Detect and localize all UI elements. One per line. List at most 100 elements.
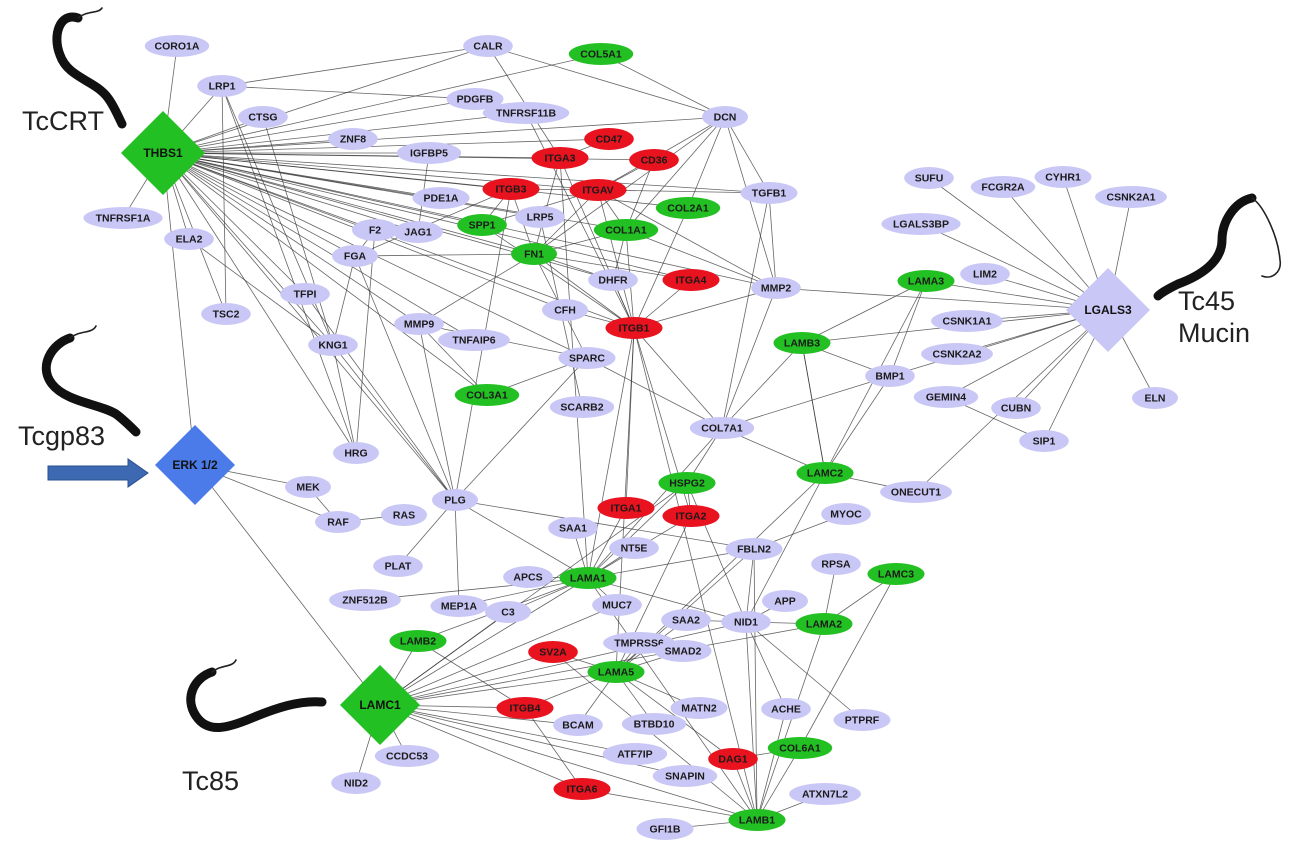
node-plat[interactable]: PLAT — [373, 555, 423, 577]
node-muc7[interactable]: MUC7 — [592, 594, 642, 616]
node-lamb3[interactable]: LAMB3 — [773, 332, 831, 354]
node-eln[interactable]: ELN — [1132, 387, 1178, 409]
node-lgals3bp[interactable]: LGALS3BP — [881, 213, 961, 235]
node-ccdc53[interactable]: CCDC53 — [374, 745, 440, 767]
node-tnfrsf11b[interactable]: TNFRSF11B — [482, 102, 570, 124]
node-saa1[interactable]: SAA1 — [548, 517, 598, 539]
node-lamb2[interactable]: LAMB2 — [389, 630, 447, 652]
node-gemin4[interactable]: GEMIN4 — [913, 386, 979, 408]
node-lama3[interactable]: LAMA3 — [897, 270, 955, 292]
node-csnk2a1[interactable]: CSNK2A1 — [1095, 186, 1167, 208]
node-jag1[interactable]: JAG1 — [393, 221, 443, 243]
node-sufu[interactable]: SUFU — [904, 167, 954, 189]
node-col6a1[interactable]: COL6A1 — [767, 737, 833, 759]
node-apcs[interactable]: APCS — [503, 566, 553, 588]
node-col1a1[interactable]: COL1A1 — [593, 219, 659, 241]
node-lamb1[interactable]: LAMB1 — [728, 809, 786, 831]
node-mek[interactable]: MEK — [285, 476, 331, 498]
node-itga2[interactable]: ITGA2 — [662, 505, 720, 527]
node-cd47[interactable]: CD47 — [584, 128, 634, 150]
node-ela2[interactable]: ELA2 — [164, 228, 214, 250]
node-znf8[interactable]: ZNF8 — [328, 128, 378, 150]
node-tnfrsf1a[interactable]: TNFRSF1A — [83, 207, 163, 229]
node-mep1a[interactable]: MEP1A — [430, 595, 488, 617]
node-tnfaip6[interactable]: TNFAIP6 — [438, 329, 510, 351]
node-dhfr[interactable]: DHFR — [588, 269, 638, 291]
node-igfbp5[interactable]: IGFBP5 — [396, 142, 462, 164]
node-cfh[interactable]: CFH — [542, 299, 588, 321]
node-calr[interactable]: CALR — [463, 35, 513, 57]
node-coro1a[interactable]: CORO1A — [144, 35, 210, 57]
node-fcgr2a[interactable]: FCGR2A — [970, 176, 1036, 198]
node-csnk1a1[interactable]: CSNK1A1 — [931, 310, 1003, 332]
node-hrg[interactable]: HRG — [333, 442, 379, 464]
node-pde1a[interactable]: PDE1A — [412, 187, 470, 209]
node-ras[interactable]: RAS — [381, 504, 427, 526]
node-saa2[interactable]: SAA2 — [661, 609, 711, 631]
node-lama2[interactable]: LAMA2 — [795, 613, 853, 635]
hub-erk[interactable]: ERK 1/2 — [155, 425, 235, 505]
node-mmp9[interactable]: MMP9 — [394, 313, 444, 335]
node-raf[interactable]: RAF — [315, 511, 361, 533]
node-smad2[interactable]: SMAD2 — [654, 640, 712, 662]
node-col2a1[interactable]: COL2A1 — [655, 197, 721, 219]
node-ache[interactable]: ACHE — [761, 698, 811, 720]
node-hspg2[interactable]: HSPG2 — [658, 472, 716, 494]
node-app[interactable]: APP — [762, 590, 808, 612]
node-fbln2[interactable]: FBLN2 — [725, 538, 783, 560]
node-fga[interactable]: FGA — [332, 245, 378, 267]
node-itgav[interactable]: ITGAV — [569, 179, 627, 201]
node-lim2[interactable]: LIM2 — [960, 263, 1010, 285]
hub-thbs1[interactable]: THBS1 — [121, 111, 205, 195]
node-lrp1[interactable]: LRP1 — [197, 75, 247, 97]
node-dag1[interactable]: DAG1 — [708, 748, 758, 770]
node-itgb3[interactable]: ITGB3 — [482, 178, 540, 200]
node-itga6[interactable]: ITGA6 — [553, 778, 611, 800]
node-btbd10[interactable]: BTBD10 — [621, 713, 687, 735]
node-sparc[interactable]: SPARC — [558, 347, 616, 369]
node-atxn7l2[interactable]: ATXN7L2 — [789, 783, 861, 805]
node-cubn[interactable]: CUBN — [991, 397, 1041, 419]
node-itgb1[interactable]: ITGB1 — [605, 317, 663, 339]
node-lama1[interactable]: LAMA1 — [559, 567, 617, 589]
node-pdgfb[interactable]: PDGFB — [446, 88, 504, 110]
node-lamc3[interactable]: LAMC3 — [867, 563, 925, 585]
node-rpsa[interactable]: RPSA — [811, 553, 861, 575]
hub-lgals3[interactable]: LGALS3 — [1066, 268, 1150, 352]
node-scarb2[interactable]: SCARB2 — [549, 396, 615, 418]
node-sv2a[interactable]: SV2A — [528, 641, 578, 663]
node-col3a1[interactable]: COL3A1 — [454, 384, 520, 406]
node-dcn[interactable]: DCN — [702, 106, 748, 128]
node-nt5e[interactable]: NT5E — [609, 537, 659, 559]
node-lamc2[interactable]: LAMC2 — [796, 462, 854, 484]
node-plg[interactable]: PLG — [432, 489, 478, 511]
node-cd36[interactable]: CD36 — [629, 149, 679, 171]
node-col7a1[interactable]: COL7A1 — [689, 417, 755, 439]
node-tfpi[interactable]: TFPI — [280, 283, 330, 305]
node-lrp5[interactable]: LRP5 — [515, 206, 565, 228]
node-c3[interactable]: C3 — [485, 601, 531, 623]
node-nid1[interactable]: NID1 — [721, 611, 771, 633]
node-atf7ip[interactable]: ATF7IP — [602, 743, 668, 765]
node-cyhr1[interactable]: CYHR1 — [1034, 166, 1092, 188]
node-bmp1[interactable]: BMP1 — [865, 365, 915, 387]
node-itga4[interactable]: ITGA4 — [662, 269, 720, 291]
node-tsc2[interactable]: TSC2 — [201, 303, 251, 325]
node-snapin[interactable]: SNAPIN — [652, 765, 718, 787]
node-f2[interactable]: F2 — [352, 219, 398, 241]
node-bcam[interactable]: BCAM — [553, 714, 603, 736]
node-gfi1b[interactable]: GFI1B — [636, 818, 694, 840]
node-itgb4[interactable]: ITGB4 — [496, 697, 554, 719]
node-mmp2[interactable]: MMP2 — [751, 277, 801, 299]
node-znf512b[interactable]: ZNF512B — [329, 589, 401, 611]
node-col5a1[interactable]: COL5A1 — [568, 43, 634, 65]
node-sip1[interactable]: SIP1 — [1019, 430, 1069, 452]
node-itga1[interactable]: ITGA1 — [597, 497, 655, 519]
node-itga3[interactable]: ITGA3 — [531, 147, 589, 169]
node-matn2[interactable]: MATN2 — [670, 697, 728, 719]
node-onecut1[interactable]: ONECUT1 — [880, 481, 952, 503]
node-spp1[interactable]: SPP1 — [457, 214, 507, 236]
node-nid2[interactable]: NID2 — [331, 772, 381, 794]
node-lama5[interactable]: LAMA5 — [587, 661, 645, 683]
node-kng1[interactable]: KNG1 — [308, 334, 358, 356]
